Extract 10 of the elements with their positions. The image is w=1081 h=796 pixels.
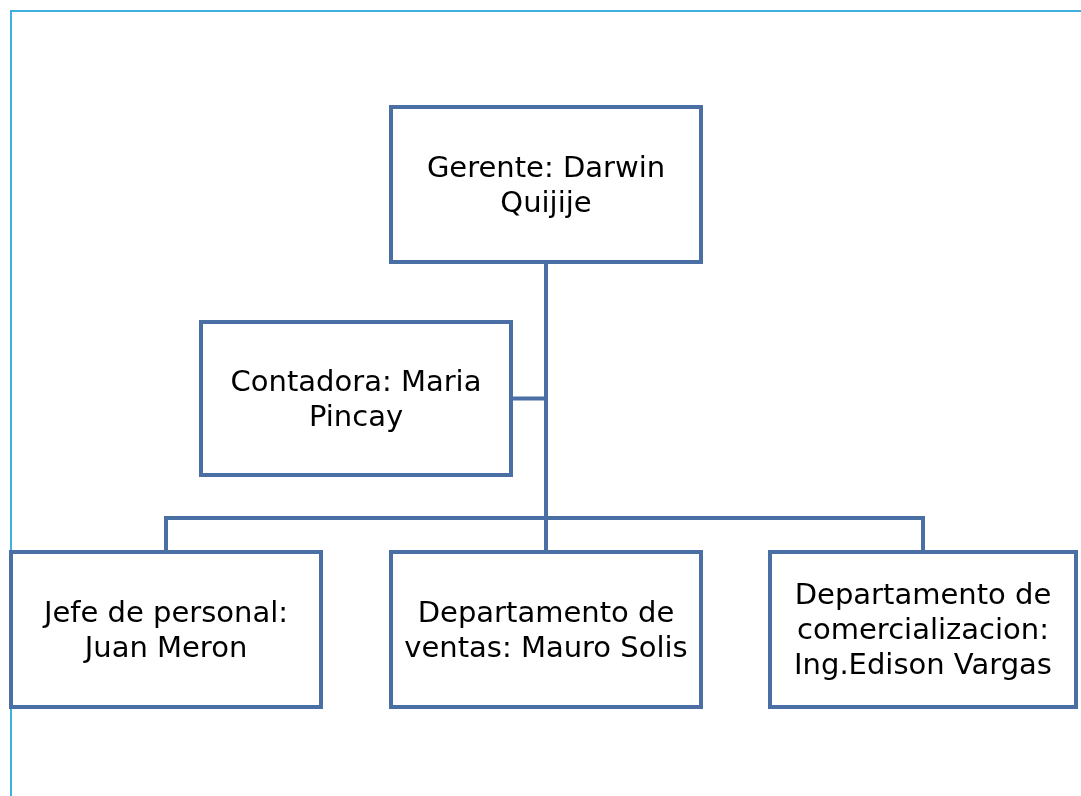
role-label: Jefe de personal: Juan Meron	[41, 594, 290, 665]
org-box	[199, 320, 513, 477]
role-label: Departamento de ventas: Mauro Solis	[403, 594, 689, 665]
role-label: Departamento de comercializacion: Ing.Edison Vargas	[793, 577, 1053, 682]
role-label: Gerente: Darwin Quijije	[425, 149, 667, 220]
org-box	[389, 105, 703, 264]
role-label: Contadora: Maria Pincay	[229, 363, 483, 434]
org-box	[768, 550, 1078, 709]
org-box	[389, 550, 703, 709]
org-box	[9, 550, 323, 709]
